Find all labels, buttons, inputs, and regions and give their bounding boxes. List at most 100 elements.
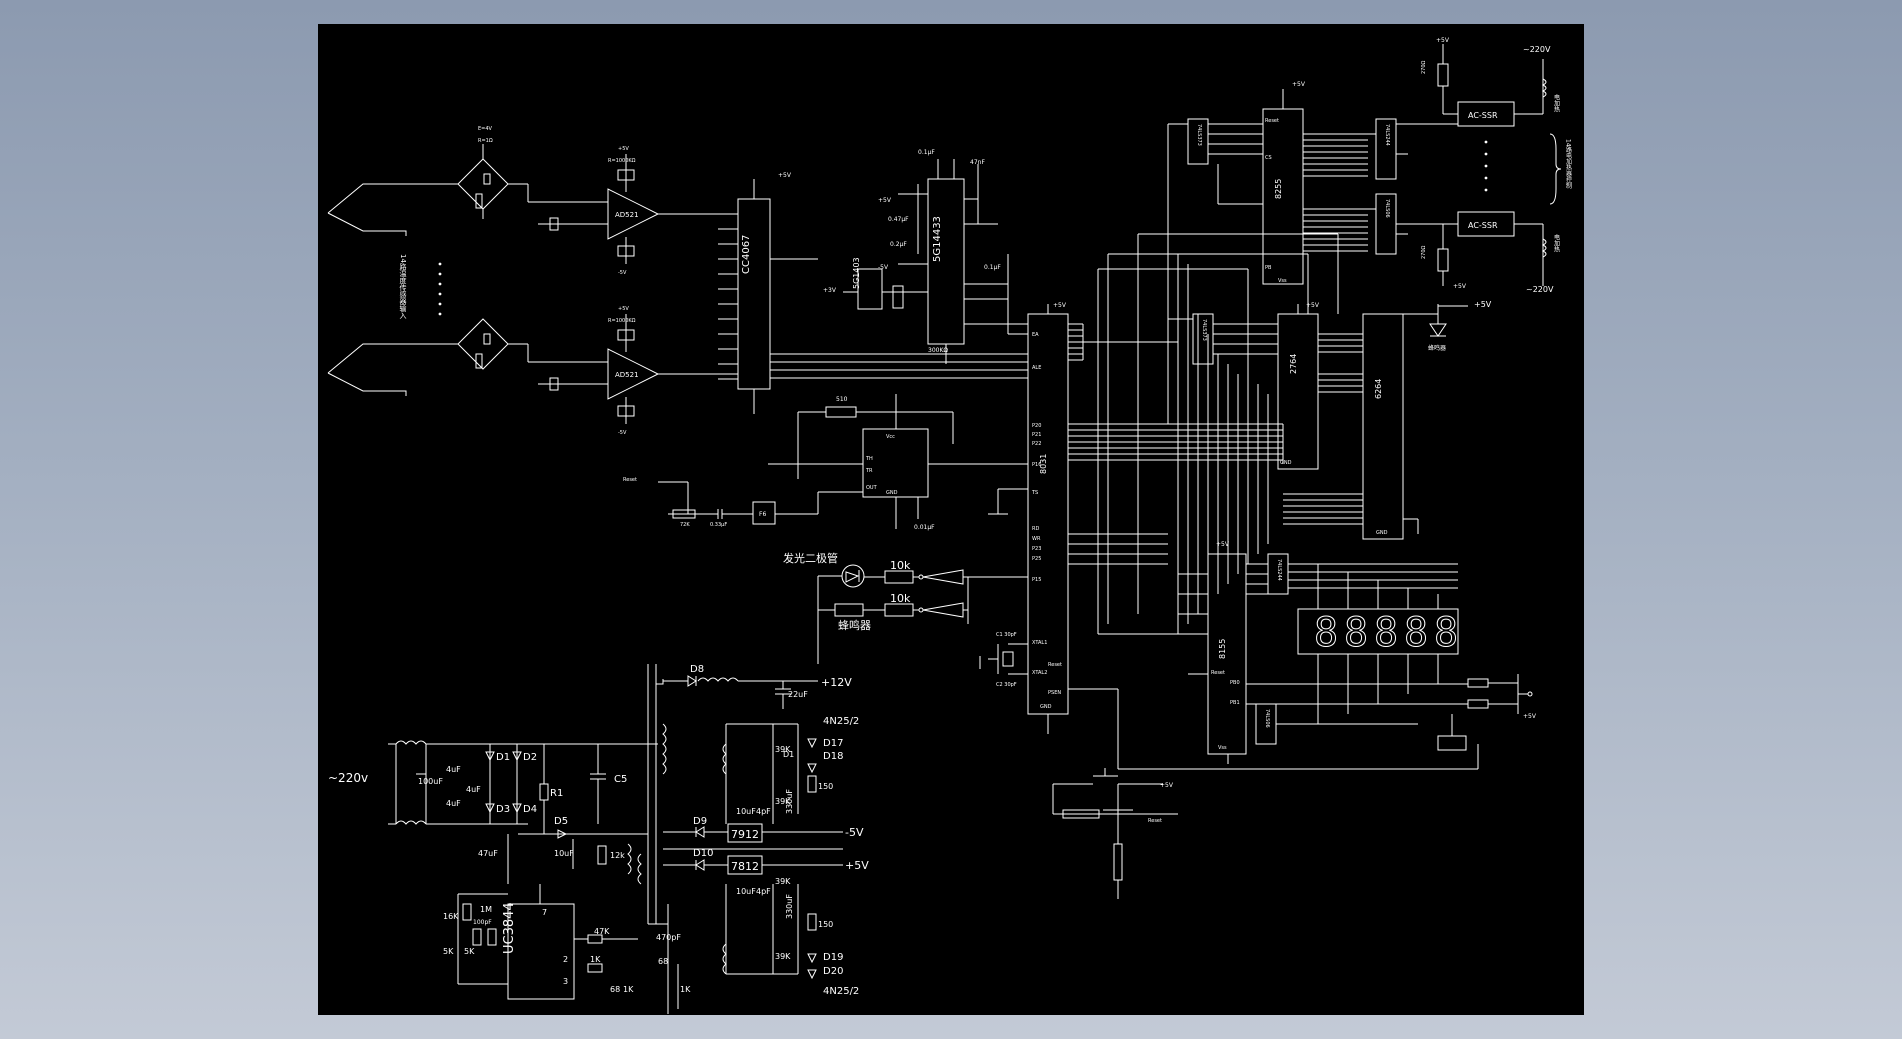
ssr-group-caption: 14路电加热器控制: [1565, 139, 1572, 190]
driver-a2-label: 74LS06: [1384, 199, 1390, 218]
sensor-ellipsis: [438, 262, 442, 316]
adc-c01uf: 0.1μF: [918, 149, 935, 156]
pwm-r68-b: 68: [658, 957, 668, 966]
buzzer-label-2: 蜂鸣器: [1428, 344, 1446, 352]
timer-c001uf: 0.01μF: [914, 524, 935, 531]
timer-th: TH: [865, 456, 873, 462]
led-r10k: 10k: [890, 559, 911, 572]
pwm-r47k: 47K: [594, 927, 610, 936]
mux-output-bus: [770, 258, 1028, 379]
cpu-ale: ALE: [1032, 365, 1041, 371]
minus5-amp2: -5V: [618, 430, 627, 436]
cpu-psen: PSEN: [1048, 690, 1061, 696]
cpu-p21: P21: [1032, 432, 1041, 438]
pwm-pin7: 7: [542, 908, 547, 917]
psu-d1: D1: [496, 752, 510, 763]
ssr-top: AC-SSR +5V 270Ω ~220V 电加热: [1421, 37, 1560, 127]
driver-a-label: 74LS244: [1384, 124, 1390, 146]
driver-b-chip: 74LS244 74LS06: [1255, 553, 1289, 745]
adc-c01uf-b: 0.1μF: [984, 264, 1001, 271]
cpu-p25: P25: [1032, 556, 1041, 562]
ssr-top-label: AC-SSR: [1468, 111, 1498, 120]
adc-output-lines: [964, 323, 1029, 354]
cpu-p20: P20: [1032, 423, 1041, 429]
psu-d4: D4: [523, 804, 537, 815]
reg-neg-label: 7912: [731, 828, 759, 841]
timer-chip: Vcc TH TR OUT GND 510 0.01μF: [768, 394, 1028, 531]
schematic-drawing: E=4V R=1Ω AD521 R=1000KΩ +5V -5V AD521 R…: [327, 37, 1572, 1014]
cpu-p23: P23: [1032, 546, 1041, 552]
plus5-amp2: +5V: [618, 306, 629, 312]
reset-c033uf: 0.33μF: [710, 522, 727, 528]
psu-r39k-c: 39K: [775, 877, 791, 886]
mux-chip: CC4067 +5V: [737, 172, 792, 414]
rg1-label: R=1000KΩ: [608, 158, 636, 164]
psu-c330uf-a: 330uF: [785, 789, 794, 814]
adc-label: 5G14433: [932, 216, 943, 262]
pwm-c100pf: 100pF: [473, 919, 492, 926]
psu-r39k-d: 39K: [775, 952, 791, 961]
ref-chip: 5G1403 +3V: [823, 257, 928, 310]
pwm-r16k: 16K: [443, 912, 459, 921]
cpu-p22: P22: [1032, 441, 1041, 447]
amp2-label: AD521: [615, 371, 639, 379]
psu-c100uf: 100uF: [418, 777, 443, 786]
plus5-amp1: +5V: [618, 146, 629, 152]
psu-d2: D2: [523, 752, 537, 763]
psu-d8: D8: [690, 664, 704, 675]
adc-plus5: +5V: [878, 197, 892, 204]
psu-d19: D19: [823, 952, 843, 963]
psu-d5: D5: [554, 816, 568, 827]
ssr-bottom-r270: 270Ω: [1421, 245, 1427, 259]
pwm-pin3: 3: [563, 977, 568, 986]
psu-d10: D10: [693, 848, 713, 859]
psu-c4pf-a: 4pF: [756, 807, 771, 816]
reset-network: Reset 72K 0.33μF F6: [623, 477, 863, 528]
cpu-ts: TS: [1031, 490, 1038, 496]
minus5-amp1: -5V: [618, 270, 627, 276]
pwm-label: UC3844: [502, 902, 517, 954]
mux-input-lines: [718, 213, 738, 380]
psu-4n25-bottom: 4N25/2: [823, 986, 859, 997]
ssr-bottom-plus5: +5V: [1453, 283, 1467, 290]
pwm-r5k2: 5K: [464, 947, 475, 956]
eprom-chip: 2764 +5V GND: [1238, 302, 1320, 470]
driver-c-label: 74LS06: [1264, 709, 1270, 728]
psu-r1: R1: [550, 788, 563, 799]
schematic-canvas: E=4V R=1Ω AD521 R=1000KΩ +5V -5V AD521 R…: [318, 24, 1584, 1015]
cpu-xtal2: XTAL2: [1032, 670, 1047, 676]
ppi-bottom-chip: 8155 +5V Reset PB0 PB1 Vss: [1178, 541, 1468, 764]
reset-btn-label: Reset: [1148, 818, 1162, 824]
timer-vcc: Vcc: [886, 434, 895, 440]
ram-plus5: +5V: [1474, 300, 1492, 309]
psu-r150-b: 150: [818, 920, 833, 929]
pwm-r1m: 1M: [480, 905, 492, 914]
cpu-gnd: GND: [1040, 704, 1052, 710]
address-bus: [1068, 233, 1479, 770]
ssr-top-plus5: +5V: [1436, 37, 1450, 44]
crystal-c2: C2 30pF: [996, 682, 1017, 688]
power-supply: ~220v 100uF 4uF 4uF 4uF D1 D2 D3 D4 R1 C…: [328, 664, 667, 924]
psu-c22uf: 22uF: [788, 690, 808, 699]
psu-c10uf: 10uF: [554, 849, 574, 858]
reset-label: Reset: [623, 477, 637, 483]
adc-c02uf: 0.2μF: [890, 241, 907, 248]
psu-c4pf-b: 4pF: [756, 887, 771, 896]
psu-c47uf: 47uF: [478, 849, 498, 858]
sensor-input-2: AD521 R=1000KΩ +5V -5V: [327, 306, 738, 436]
display-digit-2: 8: [1344, 610, 1368, 656]
ram-label: 6264: [1374, 379, 1383, 399]
psu-secondary: D8 22uF +12V 4N25/2 D17 D18 D1 150 39K 3…: [656, 664, 869, 997]
display-digit-3: 8: [1374, 610, 1398, 656]
uc3844-chip: UC3844 7 2 3 47K 1K 68 1K 470pF 68 1K 16…: [443, 884, 691, 1014]
adc-c047uf: 0.47μF: [888, 216, 909, 223]
cpu-p16: P16: [1032, 462, 1041, 468]
ssr-ellipsis: 14路电加热器控制: [1484, 133, 1572, 205]
psu-c10uf-a: 10uF: [736, 807, 756, 816]
reset-r72k: 72K: [680, 522, 690, 528]
psu-d1-sec: D1: [783, 750, 794, 759]
psu-c10uf-b: 10uF: [736, 887, 756, 896]
eprom-gnd: GND: [1280, 460, 1292, 466]
pwm-r1k-b: 1K: [623, 985, 634, 994]
ppi-bottom-plus5: +5V: [1216, 541, 1230, 548]
